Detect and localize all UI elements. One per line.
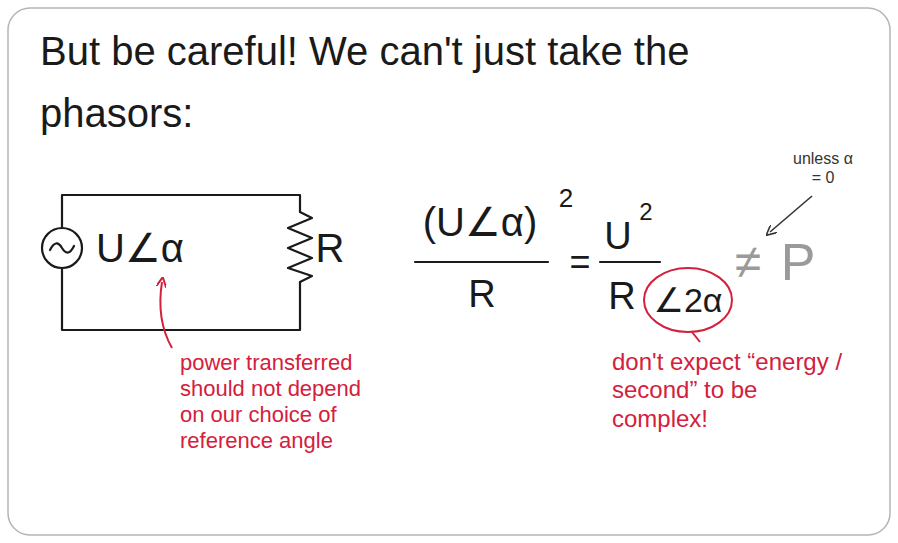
formula-term: = — [569, 244, 590, 280]
formula-term: ∠2α — [653, 283, 722, 317]
note-heading: But be careful! We can't just take the p… — [40, 20, 850, 144]
leader-arrow — [770, 196, 812, 232]
fraction-bars — [415, 261, 660, 263]
formula-term: P — [781, 236, 816, 288]
leader-arrow — [160, 282, 172, 348]
annotation: don't expect “energy / second” to be com… — [612, 348, 847, 433]
annotation: power transferred should not depend on o… — [180, 350, 390, 454]
formula-term: ≠ — [735, 238, 761, 286]
exponent: 2 — [559, 185, 573, 211]
resistor-label: R — [316, 228, 345, 268]
sine-symbol — [50, 243, 74, 252]
formula-term: (U∠α) — [423, 202, 538, 242]
phasor-label: U∠α — [96, 228, 184, 268]
side-note: unless α = 0 — [792, 150, 854, 188]
resistor-symbol — [288, 212, 312, 282]
highlight-circle — [644, 268, 732, 332]
ac-source-symbol — [42, 228, 82, 268]
formula-term: R — [468, 275, 495, 313]
wire — [62, 195, 300, 228]
exponent: 2 — [639, 200, 652, 224]
note-frame — [8, 8, 890, 535]
wire — [62, 268, 300, 330]
formula-term: R — [608, 277, 635, 315]
circuit — [42, 195, 312, 330]
formula-term: U — [604, 217, 631, 255]
leader-line — [692, 332, 700, 342]
